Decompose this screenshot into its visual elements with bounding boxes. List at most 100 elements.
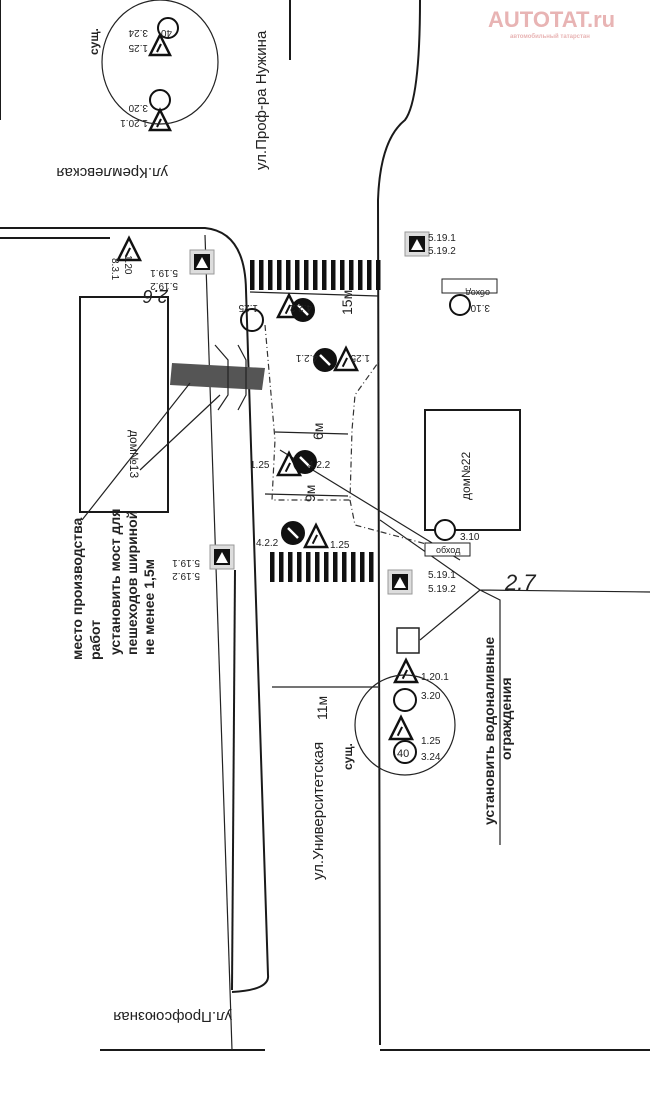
dimension-15m: 15м: [249, 290, 379, 315]
road-works-sign-top-2: [147, 32, 173, 57]
keep-left-sign-4-2-1: [313, 348, 337, 372]
svg-text:1.25: 1.25: [421, 736, 441, 747]
svg-text:5.19.1: 5.19.1: [428, 233, 456, 244]
dimension-6m: 6м: [274, 423, 349, 440]
road-works-sign-1-25: [387, 714, 415, 741]
pedestrian-crossing-sign-5-19-top-right: [404, 231, 430, 257]
crosswalk-stripe: [367, 260, 372, 290]
crosswalk-stripe: [313, 260, 318, 290]
keep-right-sign-4-2-2-c: [291, 298, 315, 322]
svg-text:3.24: 3.24: [421, 752, 441, 763]
crosswalk-stripe: [342, 552, 347, 582]
crosswalk-stripe: [376, 260, 381, 290]
pedestrian-crossing-sign-5-19-bottom-right: [387, 569, 413, 595]
note-bridge-1: установить мост для: [107, 509, 123, 655]
note-work-site-2: работ: [87, 620, 103, 660]
crosswalk-stripe: [358, 260, 363, 290]
note-work-site-1: место производства: [69, 517, 85, 660]
crosswalk-stripe: [369, 552, 374, 582]
crosswalk-stripe: [270, 552, 275, 582]
building-house22: [424, 409, 521, 531]
note-exist-bottom: сущ.: [341, 743, 355, 770]
note-barriers-2: ограждения: [498, 677, 514, 760]
svg-text:5.19.1: 5.19.1: [150, 267, 178, 278]
crosswalk-top: [250, 260, 381, 290]
keep-right-sign-4-2-2-a: [293, 450, 317, 474]
road-left-edge: [0, 227, 270, 993]
work-zone-boundary: [264, 324, 431, 546]
road-works-sign-1-25-b: [302, 522, 330, 549]
street-profsoyuznaya: ул.Профсоюзная: [113, 1008, 232, 1025]
svg-text:AUTOTAT.ru: AUTOTAT.ru: [488, 7, 615, 32]
house22-label: дом№22: [459, 452, 473, 500]
note-bridge-3: не менее 1,5м: [141, 559, 157, 655]
speed-limit-value: 40: [397, 748, 409, 760]
leader-lines: [81, 382, 221, 521]
barrier-leader: [379, 519, 650, 845]
road-edges: [0, 0, 650, 1051]
handwritten-2-7: 2.7: [504, 570, 536, 595]
speed-limit-sign-3-24: [393, 740, 417, 764]
existing-signs-circle-top: [101, 0, 219, 125]
road-works-sign-1-25-d: [332, 345, 360, 372]
crosswalk-stripe: [324, 552, 329, 582]
crosswalk-stripe: [340, 260, 345, 290]
no-overtaking-sign-3-20-top: [149, 89, 171, 111]
svg-text:1.25: 1.25: [250, 460, 270, 471]
svg-text:1.25: 1.25: [238, 302, 258, 313]
crosswalk-stripe: [331, 260, 336, 290]
svg-text:обход: обход: [465, 288, 490, 298]
svg-text:15м: 15м: [339, 290, 355, 315]
crosswalk-stripe: [250, 260, 255, 290]
pedestrian-crossing-sign-5-19-top-left: [189, 249, 215, 275]
svg-text:1.25: 1.25: [330, 540, 350, 551]
road-narrowing-sign-1-20: [115, 235, 143, 262]
signal-circle: [240, 308, 264, 332]
sidewalk-line: [204, 234, 233, 1051]
handwritten-2-6: 2.6: [142, 286, 169, 306]
note-exist-top: сущ.: [87, 28, 101, 55]
no-pedestrians-sign-3-10-top: [449, 294, 471, 316]
svg-text:3.24: 3.24: [128, 27, 148, 38]
svg-text:4.2.1: 4.2.1: [295, 352, 318, 363]
svg-text:1.25: 1.25: [350, 352, 370, 363]
crosswalk-stripe: [279, 552, 284, 582]
street-universitetskaya: ул.Университетская: [310, 742, 327, 880]
crosswalk-stripe: [268, 260, 273, 290]
svg-text:9м: 9м: [302, 485, 318, 502]
svg-text:3.10: 3.10: [460, 532, 480, 543]
svg-text:4.2.2: 4.2.2: [308, 460, 331, 471]
crosswalk-stripe: [351, 552, 356, 582]
dimension-9m: 9м: [264, 485, 349, 502]
building-house13: [79, 296, 169, 513]
svg-text:5.19.2: 5.19.2: [172, 570, 200, 581]
svg-text:обход: обход: [436, 545, 461, 555]
autotat-logo: AUTOTAT.ru автомобильный татарстан: [488, 7, 615, 40]
svg-text:автомобильный татарстан: автомобильный татарстан: [510, 33, 590, 40]
note-barriers-1: установить водоналивные: [481, 637, 497, 825]
no-overtaking-sign-3-20: [393, 688, 417, 712]
speed-limit-sign-3-24-top: [157, 17, 179, 39]
crosswalk-stripe: [304, 260, 309, 290]
crosswalk-stripe: [315, 552, 320, 582]
svg-text:5.19.1: 5.19.1: [428, 570, 456, 581]
road-narrowing-sign-1-20-1: [392, 657, 420, 684]
svg-text:4.2.2: 4.2.2: [256, 538, 279, 549]
svg-text:1.25: 1.25: [128, 42, 148, 53]
road-right-edge: [376, 0, 421, 1046]
svg-text:11м: 11м: [314, 696, 330, 720]
svg-text:4.2.2: 4.2.2: [289, 302, 312, 313]
svg-text:6м: 6м: [310, 423, 326, 440]
svg-text:3.20: 3.20: [421, 691, 441, 702]
crosswalk-stripe: [333, 552, 338, 582]
crosswalk-stripe: [286, 260, 291, 290]
crosswalk-stripe: [288, 552, 293, 582]
sign-labels: 5.19.1 5.19.2 5.19.1 5.19.2 1.20.1 3.20 …: [109, 27, 490, 763]
svg-text:1.20: 1.20: [122, 255, 133, 275]
keep-right-sign-4-2-2-b: [281, 521, 305, 545]
svg-text:5.19.1: 5.19.1: [172, 557, 200, 568]
street-nuzhina: ул.Проф-ра Нужина: [253, 30, 270, 170]
barrier-box: [396, 627, 420, 654]
detour-sign-top: обход: [441, 278, 498, 298]
